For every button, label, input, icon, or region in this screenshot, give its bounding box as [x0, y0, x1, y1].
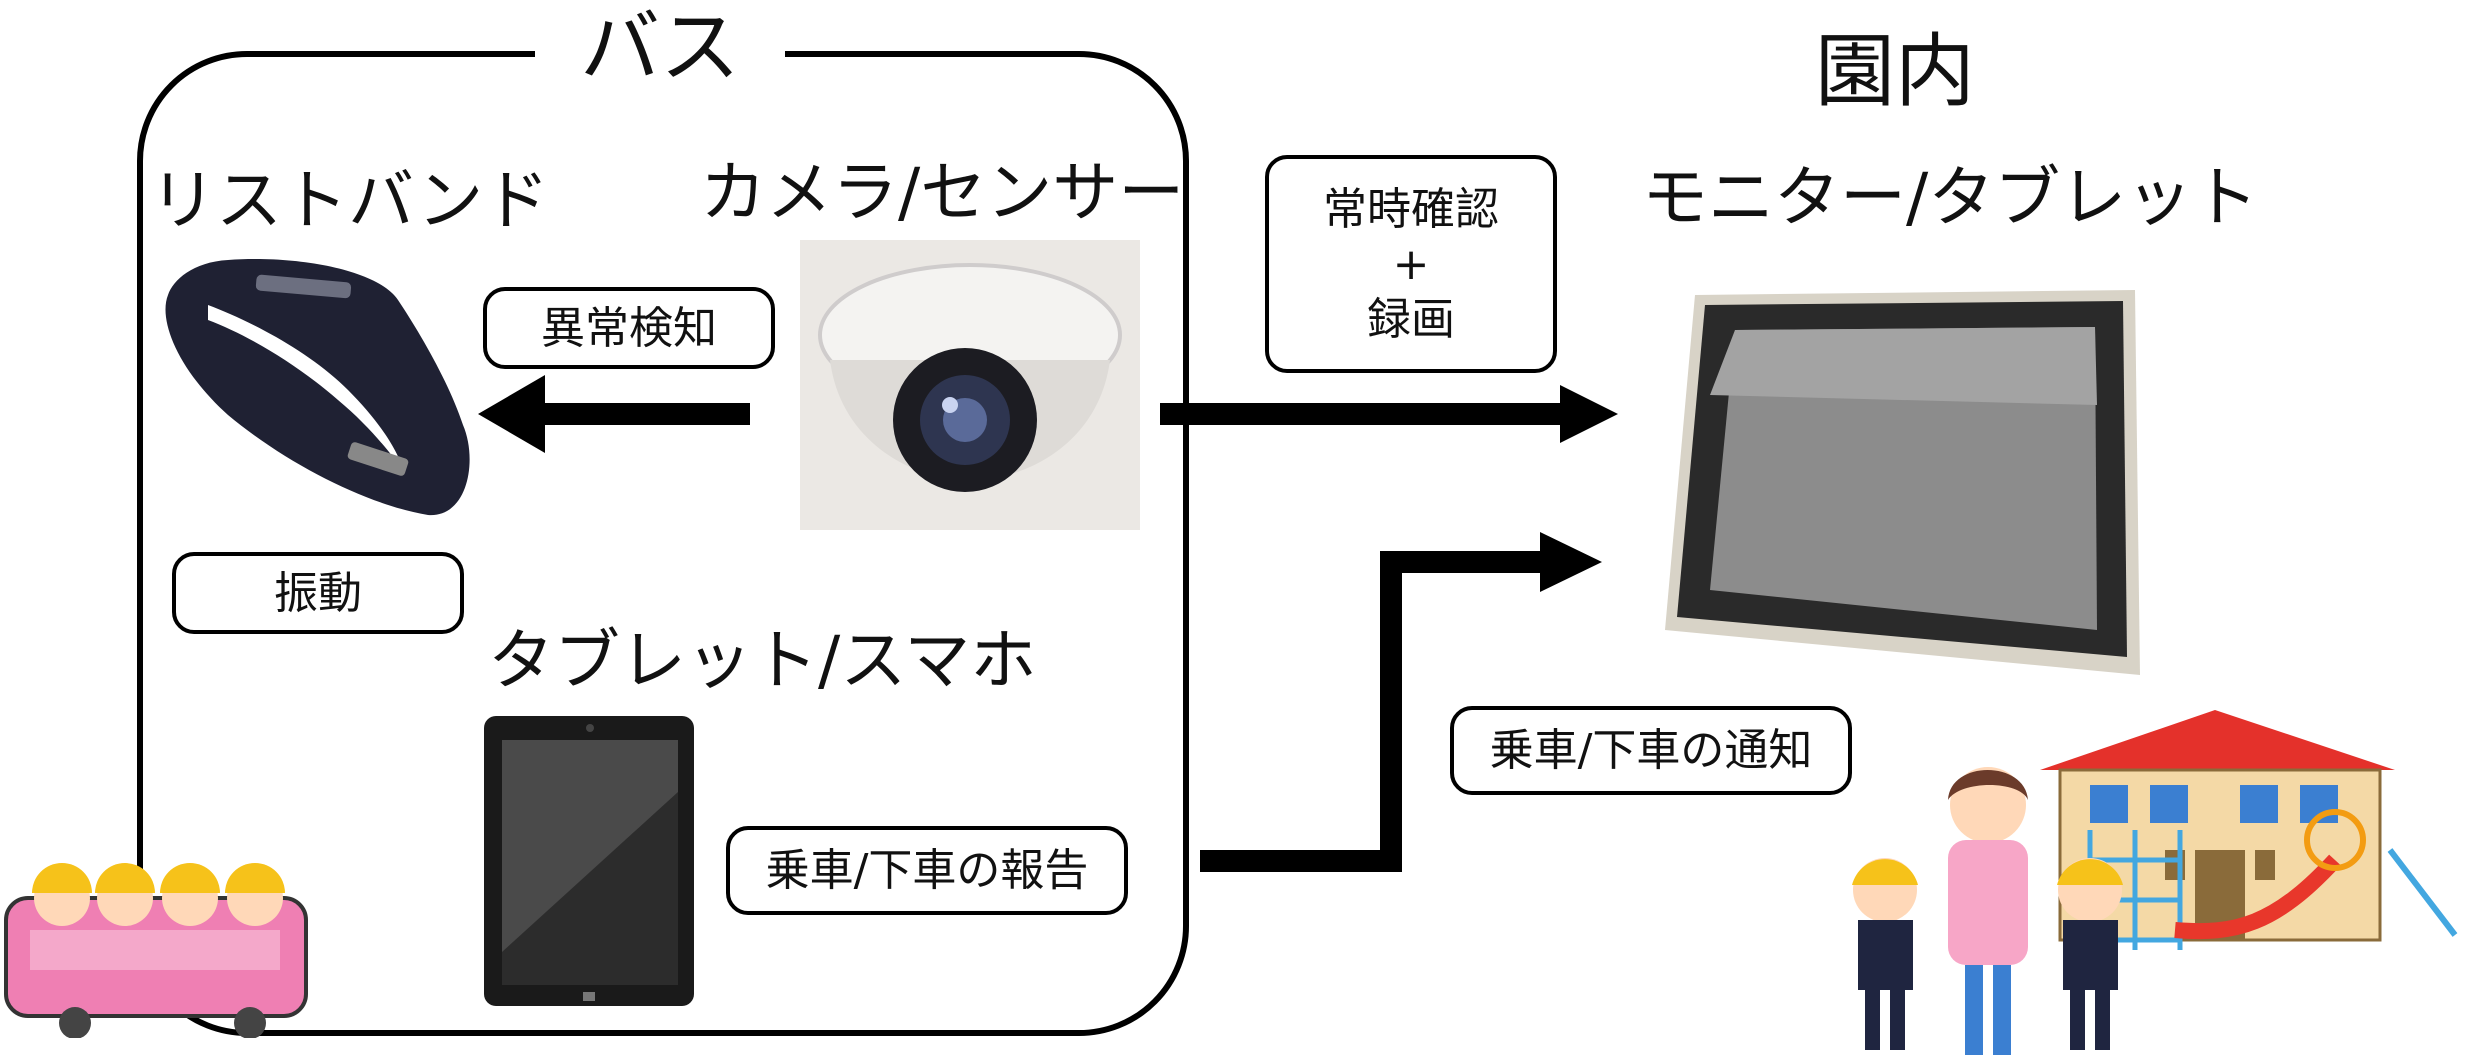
- anomaly-text: 異常検知: [541, 302, 717, 354]
- board-notify-box: 乗車/下車の通知: [1450, 706, 1852, 795]
- bus-children-image: [4, 863, 308, 1038]
- monitor-label: モニター/タブレット: [1642, 159, 2259, 236]
- board-report-text: 乗車/下車の報告: [765, 845, 1089, 896]
- child-left: [1852, 858, 1918, 1050]
- constant-check-box: 常時確認 + 録画: [1265, 155, 1557, 373]
- wristband-label: リストバンド: [150, 162, 550, 239]
- anomaly-box: 異常検知: [483, 287, 775, 369]
- teacher: [1948, 767, 2028, 1055]
- vibration-box: 振動: [172, 552, 464, 634]
- camera-label: カメラ/センサー: [700, 154, 1185, 231]
- board-notify-text: 乗車/下車の通知: [1489, 725, 1813, 776]
- child-heads: [32, 863, 285, 926]
- constant-check-line3: 録画: [1367, 293, 1455, 345]
- vibration-text: 振動: [274, 567, 362, 619]
- arrow-camera-to-wristband: [478, 375, 750, 453]
- child-right: [2057, 858, 2123, 1050]
- school-title: 園内: [1815, 25, 1975, 118]
- phone-tablet-image: [484, 716, 694, 1006]
- wristband-image: [165, 259, 470, 516]
- teacher-children-image: [1852, 767, 2123, 1055]
- monitor-image: [1665, 290, 2140, 675]
- arrow-tablet-to-monitor: [1200, 532, 1602, 872]
- arrow-camera-to-monitor: [1160, 385, 1618, 443]
- slide: [2174, 854, 2341, 940]
- bus-title-gap: [535, 30, 785, 70]
- camera-image: [800, 240, 1140, 530]
- board-report-box: 乗車/下車の報告: [726, 826, 1128, 915]
- tablet-phone-label: タブレット/スマホ: [488, 622, 1037, 699]
- bus-title: バス: [580, 1, 740, 94]
- constant-check-line1: 常時確認: [1323, 183, 1499, 235]
- constant-check-line2: +: [1392, 238, 1430, 290]
